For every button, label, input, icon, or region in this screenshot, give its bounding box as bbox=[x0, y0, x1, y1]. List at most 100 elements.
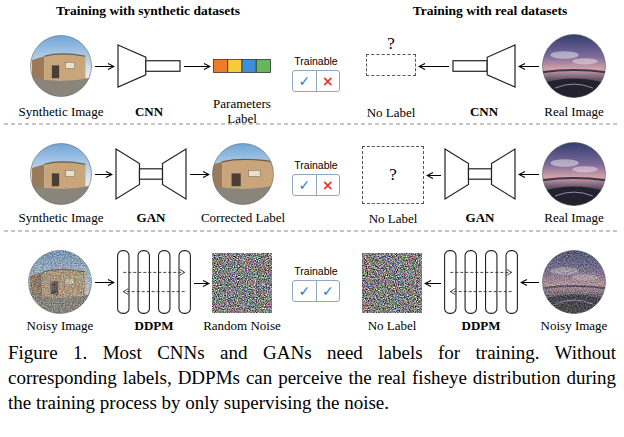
cnn-symbol: CNN bbox=[452, 44, 516, 88]
graphic-part bbox=[66, 62, 75, 68]
graphic-part bbox=[232, 173, 241, 186]
image-caption: Synthetic Image bbox=[19, 105, 104, 120]
separator-line bbox=[4, 231, 620, 232]
graphic-part bbox=[543, 251, 606, 314]
image-caption: Noisy Image bbox=[541, 319, 608, 334]
cnn-symbol-graphic bbox=[452, 44, 516, 88]
corrected-image-graphic bbox=[212, 143, 274, 205]
graphic-part bbox=[52, 65, 59, 78]
noisy-image-graphic bbox=[28, 250, 92, 314]
graphic-part bbox=[542, 250, 606, 314]
graphic-part bbox=[139, 169, 162, 179]
graphic-part bbox=[468, 169, 491, 179]
label-caption: No Label bbox=[369, 212, 418, 227]
graphic-part bbox=[445, 149, 468, 199]
check-mark: ✓ bbox=[293, 281, 316, 301]
cross-mark: × bbox=[316, 175, 340, 195]
graphic-part bbox=[542, 70, 606, 72]
label-caption: Random Noise bbox=[203, 319, 281, 334]
graphic-part bbox=[450, 272, 511, 273]
graphic-part bbox=[214, 60, 228, 73]
gan-symbol-graphic bbox=[115, 148, 187, 200]
graphic-part bbox=[28, 250, 92, 314]
network-name: DDPM bbox=[462, 319, 501, 334]
graphic-part bbox=[453, 61, 487, 72]
graphic-part bbox=[572, 58, 597, 64]
trainable-label: Trainable bbox=[294, 55, 337, 67]
parameter-blocks-graphic bbox=[213, 59, 271, 73]
graphic-part bbox=[123, 291, 184, 292]
graphic-part bbox=[222, 159, 273, 189]
graphic-part bbox=[30, 143, 92, 205]
graphic-part bbox=[543, 35, 606, 98]
graphic-part bbox=[159, 251, 170, 314]
label-caption: No Label bbox=[368, 319, 417, 334]
graphic-part bbox=[362, 253, 422, 313]
graphic-part bbox=[445, 251, 456, 314]
trainable-label: Trainable bbox=[294, 265, 337, 277]
graphic-part bbox=[210, 143, 274, 205]
real-fisheye-image-graphic bbox=[542, 34, 606, 98]
graphic-part bbox=[542, 142, 606, 206]
section-heading: Training with real datasets bbox=[413, 3, 567, 19]
graphic-part bbox=[486, 251, 497, 314]
flow-arrow bbox=[95, 66, 114, 67]
check-mark: ✓ bbox=[316, 281, 340, 301]
graphic-part bbox=[210, 162, 222, 189]
graphic-part bbox=[542, 142, 606, 206]
graphic-part bbox=[543, 143, 606, 206]
noise-image: No Label bbox=[362, 253, 422, 313]
image-caption: Noisy Image bbox=[27, 319, 94, 334]
graphic-part bbox=[118, 251, 129, 314]
graphic-part bbox=[550, 51, 578, 59]
graphic-part bbox=[44, 54, 85, 56]
trainable-label: Trainable bbox=[294, 159, 337, 171]
flow-arrow bbox=[190, 174, 209, 175]
image-caption: Synthetic Image bbox=[19, 211, 104, 226]
network-name: GAN bbox=[137, 211, 166, 226]
graphic-part bbox=[116, 149, 139, 199]
graphic-part bbox=[28, 250, 92, 314]
flow-arrow bbox=[95, 174, 112, 175]
trainable-box: Trainable✓× bbox=[292, 70, 340, 92]
gan-symbol-graphic bbox=[444, 148, 516, 200]
flow-arrow bbox=[519, 66, 539, 67]
graphic-part bbox=[163, 149, 186, 199]
graphic-part bbox=[32, 164, 44, 189]
corrected-image: Corrected Label bbox=[212, 143, 274, 205]
check-mark: ✓ bbox=[293, 175, 316, 195]
graphic-part bbox=[542, 250, 606, 314]
graphic-part bbox=[31, 36, 92, 97]
graphic-part bbox=[450, 289, 455, 295]
question-mark: ? bbox=[387, 34, 395, 54]
graphic-part bbox=[228, 60, 242, 73]
graphic-part bbox=[555, 84, 593, 88]
fisheye-image: Synthetic Image bbox=[30, 143, 92, 205]
image-caption: Real Image bbox=[544, 105, 604, 120]
fisheye-image-graphic bbox=[30, 35, 92, 97]
cnn-symbol-graphic bbox=[117, 44, 181, 88]
graphic-part bbox=[32, 56, 44, 81]
parameter-blocks: Parameters Label bbox=[213, 59, 271, 73]
graphic-part bbox=[542, 34, 606, 98]
image-caption: Real Image bbox=[544, 211, 604, 226]
graphic-part bbox=[572, 166, 597, 172]
ddpm-symbol-graphic bbox=[444, 250, 518, 314]
section-heading: Training with synthetic datasets bbox=[56, 3, 240, 19]
cross-mark: × bbox=[316, 71, 340, 91]
graphic-part bbox=[123, 272, 184, 273]
graphic-part bbox=[256, 60, 270, 73]
graphic-part bbox=[146, 61, 180, 72]
network-name: CNN bbox=[135, 105, 163, 120]
graphic-part bbox=[180, 269, 185, 275]
fisheye-image: Synthetic Image bbox=[30, 35, 92, 97]
cnn-symbol: CNN bbox=[117, 44, 181, 88]
network-name: CNN bbox=[470, 105, 498, 120]
label-caption: Corrected Label bbox=[201, 211, 285, 226]
graphic-part bbox=[242, 60, 256, 73]
trainable-box: Trainable✓× bbox=[292, 174, 340, 196]
separator-line bbox=[4, 124, 620, 125]
graphic-part bbox=[212, 253, 272, 313]
figure-caption: Figure 1. Most CNNs and GANs need labels… bbox=[8, 340, 616, 415]
